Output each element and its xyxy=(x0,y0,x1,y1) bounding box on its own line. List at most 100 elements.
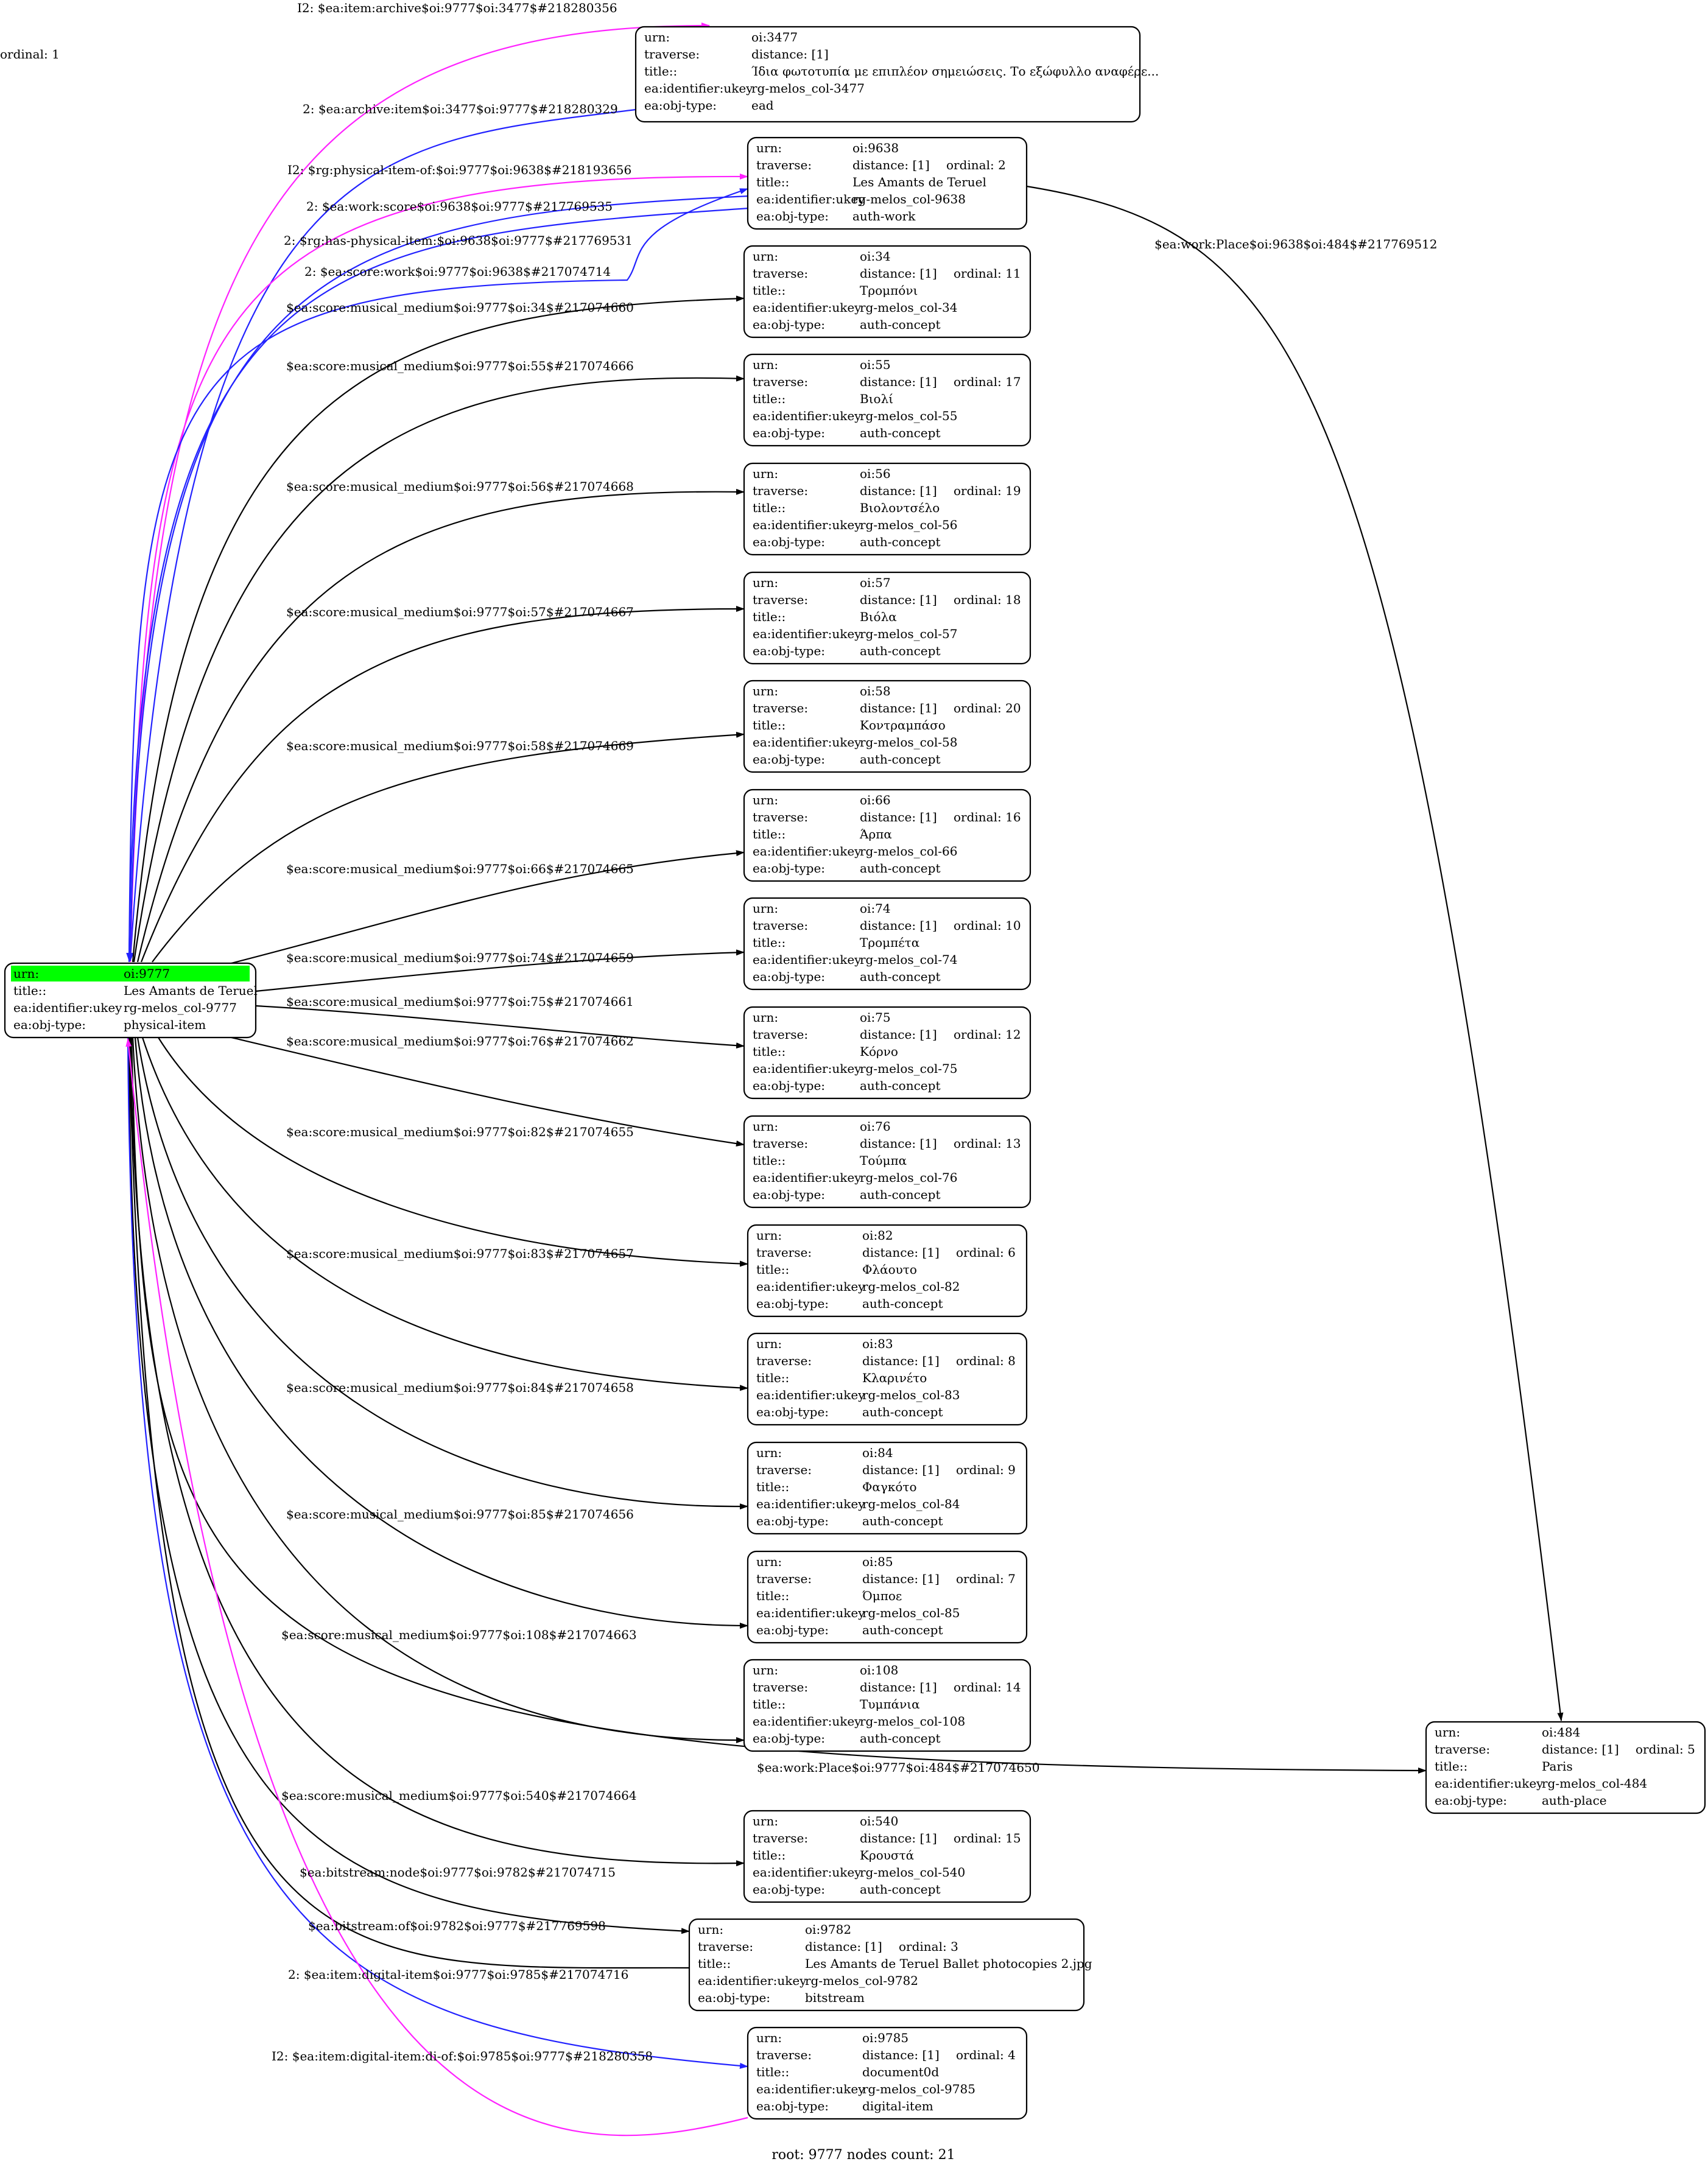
node-box[interactable] xyxy=(747,1332,1028,1426)
field-key: ea:identifier:ukey xyxy=(753,518,862,532)
field-value: physical-item xyxy=(124,1017,206,1032)
edge-label-e4: 2: $ea:work:score$oi:9638$oi:9777$#21776… xyxy=(306,199,613,214)
node-box[interactable] xyxy=(743,1810,1031,1903)
edge-e18 xyxy=(136,1037,748,1510)
field-key: ea:identifier:ukey xyxy=(644,81,753,96)
node-box[interactable] xyxy=(743,1659,1031,1752)
node-box[interactable] xyxy=(743,679,1031,773)
node-box[interactable] xyxy=(743,1115,1031,1209)
field-value: ead xyxy=(751,98,774,113)
node-box[interactable] xyxy=(743,353,1031,447)
field-value: ordinal: 11 xyxy=(954,266,1021,281)
node-box[interactable] xyxy=(688,1918,1085,2012)
field-key: traverse: xyxy=(756,158,812,172)
field-key: ea:identifier:ukey xyxy=(756,1497,865,1511)
field-key: title:: xyxy=(756,175,789,189)
edge-label-e2: 2: $ea:archive:item$oi:3477$oi:9777$#218… xyxy=(303,102,618,116)
field-key: traverse: xyxy=(756,1354,812,1368)
edge-label-e23: $ea:bitstream:node$oi:9777$oi:9782$#2170… xyxy=(300,1865,616,1880)
field-key: ea:identifier:ukey xyxy=(753,1061,862,1076)
field-key: ea:identifier:ukey xyxy=(756,1279,865,1294)
field-key: urn: xyxy=(756,141,782,155)
field-value: ordinal: 6 xyxy=(956,1245,1016,1260)
edge-e23 xyxy=(128,1037,690,1934)
node-box[interactable] xyxy=(743,245,1031,339)
field-value: oi:3477 xyxy=(751,30,798,44)
field-value: ordinal: 13 xyxy=(954,1136,1021,1151)
field-value: rg-melos_col-56 xyxy=(860,518,957,532)
field-key: ea:identifier:ukey xyxy=(756,192,865,206)
node-box[interactable] xyxy=(1425,1721,1706,1814)
node-box[interactable] xyxy=(747,1441,1028,1535)
field-value: auth-concept xyxy=(860,861,940,876)
node-box[interactable] xyxy=(747,2026,1028,2120)
field-key: title:: xyxy=(753,1044,785,1059)
edge-e26 xyxy=(125,1038,748,2137)
node-box[interactable] xyxy=(747,136,1028,230)
node-box[interactable] xyxy=(743,1006,1031,1100)
field-value: distance: [1] xyxy=(862,1462,940,1477)
field-value: rg-melos_col-57 xyxy=(860,627,957,641)
node-box[interactable] xyxy=(743,788,1031,882)
node-box[interactable] xyxy=(747,1224,1028,1318)
field-value: rg-melos_col-75 xyxy=(860,1061,957,1076)
field-value: digital-item xyxy=(862,2099,933,2113)
field-key: ea:identifier:ukey xyxy=(753,1714,862,1729)
field-key: urn: xyxy=(756,1554,782,1569)
field-value: rg-melos_col-9777 xyxy=(124,1000,237,1015)
node-box[interactable] xyxy=(743,462,1031,556)
field-key: ea:obj-type: xyxy=(13,1017,86,1032)
field-value: distance: [1] xyxy=(751,47,829,61)
field-value: Les Amants de Teruel xyxy=(124,983,258,998)
field-value: Όμποε xyxy=(862,1589,902,1603)
edge-e6 xyxy=(128,188,748,963)
field-key: ea:obj-type: xyxy=(756,1405,829,1419)
field-value: Άρπα xyxy=(859,827,892,841)
field-value: Κόρνο xyxy=(860,1044,898,1059)
field-key: urn: xyxy=(756,2031,782,2045)
field-value: Les Amants de Teruel xyxy=(852,175,986,189)
edge-label-e12: $ea:score:musical_medium$oi:9777$oi:66$#… xyxy=(286,862,634,876)
node-box[interactable] xyxy=(4,962,257,1039)
field-key: title:: xyxy=(753,718,785,732)
field-key: urn: xyxy=(756,1445,782,1460)
node-box[interactable] xyxy=(743,571,1031,665)
field-value: oi:82 xyxy=(862,1228,893,1243)
node-box[interactable] xyxy=(743,897,1031,991)
field-key: urn: xyxy=(753,1119,778,1134)
field-key: title:: xyxy=(756,2065,789,2079)
field-key: urn: xyxy=(753,901,778,916)
field-key: urn: xyxy=(753,249,778,264)
field-value: distance: [1] xyxy=(862,2048,940,2062)
field-key: ea:obj-type: xyxy=(756,2099,829,2113)
field-key: ea:obj-type: xyxy=(753,535,825,549)
field-key: traverse: xyxy=(1435,1742,1490,1757)
node-box[interactable] xyxy=(747,1550,1028,1644)
edge-e2 xyxy=(127,108,636,961)
field-value: Τυμπάνια xyxy=(860,1697,920,1712)
node-box[interactable] xyxy=(634,26,1141,123)
edge-e24 xyxy=(126,1038,690,1969)
edge-label-e26: I2: $ea:item:digital-item:di-of:$oi:9785… xyxy=(272,2049,653,2063)
